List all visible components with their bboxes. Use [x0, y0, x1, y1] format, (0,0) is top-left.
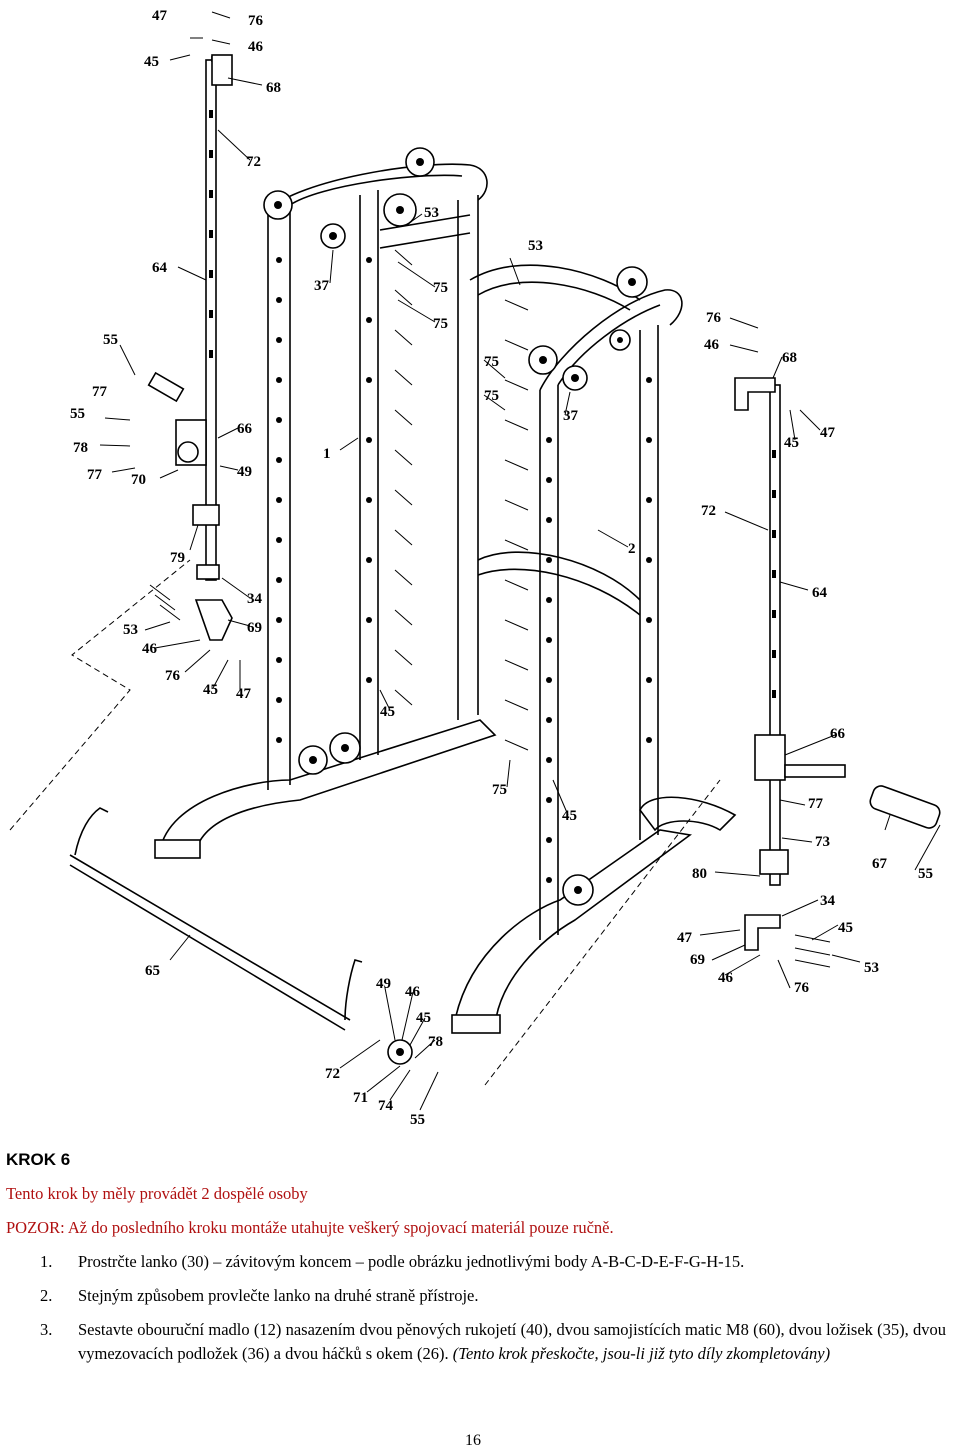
step-number: 3.	[40, 1320, 53, 1339]
callout: 46	[718, 970, 734, 986]
callout: 46	[142, 641, 158, 657]
callout: 65	[145, 963, 160, 979]
step-text: Sestavte obouruční madlo (12) nasazením …	[78, 1320, 946, 1363]
callout: 45	[562, 808, 577, 824]
callout: 46	[248, 39, 264, 55]
callout: 45	[416, 1010, 431, 1026]
callout: 1	[323, 446, 331, 462]
callout: 45	[380, 704, 395, 720]
cable-path	[9, 559, 721, 1086]
callout: 64	[152, 260, 168, 276]
callout: 45	[144, 54, 159, 70]
callout: 69	[247, 620, 262, 636]
step-item: 3. Sestavte obouruční madlo (12) nasazen…	[6, 1318, 946, 1366]
step-warning: POZOR: Až do posledního kroku montáže ut…	[6, 1218, 614, 1237]
callout: 78	[73, 440, 88, 456]
callout: 74	[378, 1098, 394, 1114]
page-number: 16	[465, 1432, 481, 1449]
callout: 68	[782, 350, 797, 366]
callout: 2	[628, 541, 636, 557]
callout: 75	[492, 782, 507, 798]
callout: 72	[701, 503, 716, 519]
callout: 45	[784, 435, 799, 451]
step-item: 2. Stejným způsobem provlečte lanko na d…	[6, 1284, 946, 1308]
callout: 79	[170, 550, 185, 566]
callout: 46	[405, 984, 421, 1000]
callout: 66	[830, 726, 846, 742]
callout: 49	[376, 976, 391, 992]
assembly-diagram: 47 76 46 45 68 72 64 55 77 55 78 77 70 6…	[9, 8, 941, 1128]
callout: 75	[484, 388, 499, 404]
step-number: 1.	[40, 1252, 53, 1271]
callout: 45	[203, 682, 218, 698]
callout: 34	[247, 591, 263, 607]
callout: 47	[677, 930, 693, 946]
callout: 70	[131, 472, 146, 488]
step-instructions: KROK 6 Tento krok by měly provádět 2 dos…	[6, 1148, 946, 1376]
callout: 68	[266, 80, 281, 96]
callout: 73	[815, 834, 830, 850]
right-weight-column	[734, 377, 941, 968]
callout: 76	[706, 310, 722, 326]
callout: 55	[103, 332, 118, 348]
leader-lines	[99, 11, 941, 1111]
callout: 80	[692, 866, 707, 882]
callout: 55	[70, 406, 85, 422]
callout: 72	[325, 1066, 340, 1082]
callout: 46	[704, 337, 720, 353]
left-weight-column	[147, 54, 233, 641]
callout: 76	[248, 13, 264, 29]
step-text: Prostrčte lanko (30) – závitovým koncem …	[78, 1252, 745, 1271]
callout: 37	[314, 278, 330, 294]
callout: 47	[152, 8, 168, 24]
callout: 55	[410, 1112, 425, 1128]
callout: 76	[794, 980, 810, 996]
callout: 53	[424, 205, 439, 221]
callout: 45	[838, 920, 853, 936]
callout: 49	[237, 464, 252, 480]
callout: 47	[820, 425, 836, 441]
callout: 34	[820, 893, 836, 909]
callout: 66	[237, 421, 253, 437]
step-number: 2.	[40, 1286, 53, 1305]
callout: 76	[165, 668, 181, 684]
callout: 78	[428, 1034, 443, 1050]
callout: 53	[528, 238, 543, 254]
callout: 71	[353, 1090, 368, 1106]
callout: 75	[433, 316, 448, 332]
callout: 72	[246, 154, 261, 170]
callout: 77	[808, 796, 824, 812]
step-list: 1. Prostrčte lanko (30) – závitovým konc…	[6, 1250, 946, 1366]
callout: 77	[87, 467, 103, 483]
rack-frame	[154, 147, 737, 1034]
callout: 55	[918, 866, 933, 882]
callout: 69	[690, 952, 705, 968]
step-italic-note: (Tento krok přeskočte, jsou-li již tyto …	[452, 1344, 831, 1363]
step-text: Stejným způsobem provlečte lanko na druh…	[78, 1286, 479, 1305]
callout: 77	[92, 384, 108, 400]
callout: 75	[433, 280, 448, 296]
pulley-wheels	[263, 147, 648, 906]
callout: 64	[812, 585, 828, 601]
callout: 47	[236, 686, 252, 702]
callout: 75	[484, 354, 499, 370]
step-note: Tento krok by měly provádět 2 dospělé os…	[6, 1184, 308, 1203]
callout: 53	[123, 622, 138, 638]
callout-labels: 47 76 46 45 68 72 64 55 77 55 78 77 70 6…	[70, 8, 933, 1128]
callout: 37	[563, 408, 579, 424]
pull-bar	[69, 807, 413, 1065]
step-heading: KROK 6	[6, 1150, 71, 1169]
callout: 67	[872, 856, 888, 872]
step-item: 1. Prostrčte lanko (30) – závitovým konc…	[6, 1250, 946, 1274]
callout: 53	[864, 960, 879, 976]
